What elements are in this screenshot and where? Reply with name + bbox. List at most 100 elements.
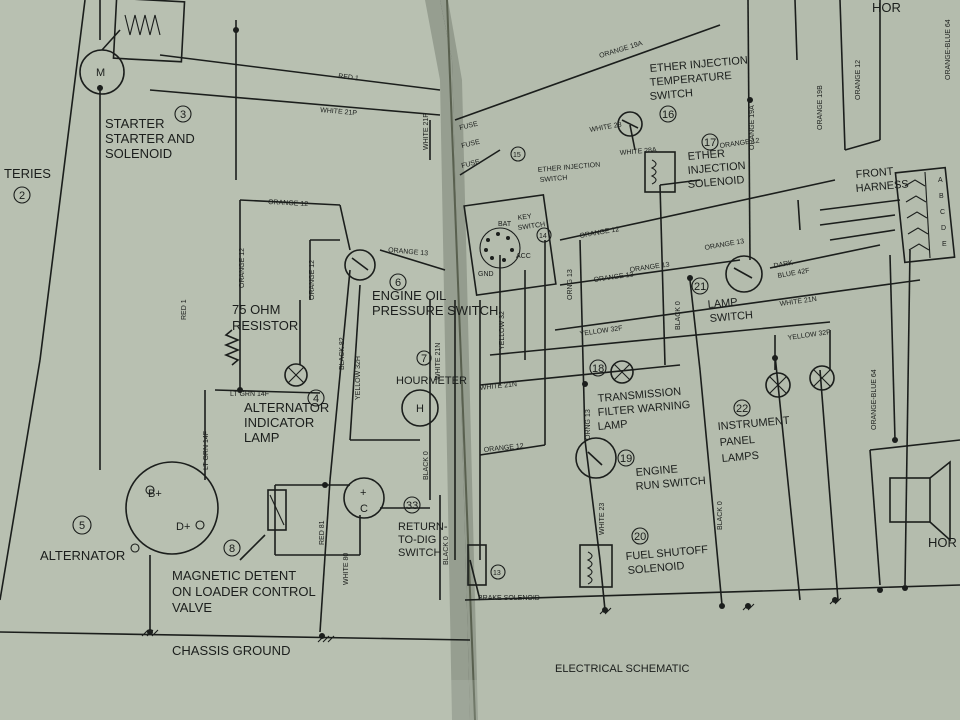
detent-num: 8	[229, 543, 235, 555]
left-wire-labels: RED 1 WHITE 21P RED 1 ORANGE 12 ORANGE 1…	[181, 73, 428, 585]
starter-label-1: STARTER	[105, 116, 164, 131]
wire-orange12-a: ORANGE 12	[268, 199, 308, 208]
wire-black0-a: BLACK 0	[675, 301, 682, 330]
horn-top-label: HOR	[872, 0, 901, 15]
return-label-1: RETURN-	[398, 521, 448, 533]
c-mark: C	[360, 503, 368, 515]
wire-red1-top: RED 1	[338, 73, 359, 82]
fuel-label-2: SOLENOID	[627, 560, 685, 577]
conn-d: D	[941, 225, 946, 232]
wire-orange19a-v: ORANGE 19A	[749, 105, 756, 150]
conn-e: E	[942, 241, 947, 248]
ether-temp-label-3: SWITCH	[649, 87, 693, 103]
oil-pressure-switch-symbol	[344, 249, 376, 281]
right-page	[440, 0, 960, 720]
wire-white21n-c: WHITE 21N	[435, 343, 442, 380]
wire-orangeblue64: ORANGE-BLUE 64	[871, 369, 878, 430]
ether-sol-label-2: INJECTION	[687, 160, 746, 177]
left-wiring	[0, 0, 471, 641]
return-label-3: SWITCH	[398, 547, 441, 559]
key-gnd: GND	[478, 271, 494, 278]
wire-orange12-c-r: ORANGE 12	[483, 443, 524, 454]
ether-solenoid-symbol	[644, 151, 676, 193]
key-num: 14	[539, 233, 547, 240]
wire-white80: WHITE 80	[343, 553, 350, 585]
hourmeter-num: 7	[421, 353, 427, 365]
vignette-bottom	[0, 680, 960, 720]
front-harness-label-2: HARNESS	[855, 178, 909, 195]
transmission-lamp-symbol	[610, 360, 634, 384]
magnetic-detent-symbol	[267, 489, 287, 531]
resistor-label-1: 75 OHM	[232, 302, 280, 317]
horn-label: HOR	[928, 535, 957, 550]
b-plus-mark: B+	[148, 488, 162, 500]
key-acc: ACC	[516, 253, 531, 260]
trans-num: 18	[592, 363, 604, 375]
hourmeter-mark: H	[416, 403, 424, 415]
starter-num: 3	[180, 109, 186, 121]
detent-label-1: MAGNETIC DETENT	[172, 568, 296, 583]
wire-orange13: ORANGE 13	[388, 247, 429, 257]
fuse-2: FUSE	[461, 139, 481, 150]
wire-orangeblue64-top: ORANGE-BLUE 64	[945, 19, 952, 80]
fuse-1: FUSE	[459, 121, 479, 132]
ether-temp-num: 16	[662, 109, 674, 121]
wire-red81: RED 81	[319, 520, 326, 545]
fuse-3: FUSE	[461, 159, 481, 170]
alternator-label: ALTERNATOR	[40, 548, 125, 563]
run-num: 19	[620, 453, 632, 465]
starter-solenoid-symbol: M	[79, 0, 186, 95]
lamp-switch-symbol	[725, 255, 763, 293]
left-labels: TERIES 2 STARTER STARTER AND SOLENOID 3 …	[4, 105, 498, 658]
return-label-2: TO-DIG	[398, 534, 436, 546]
front-harness-label-1: FRONT	[855, 166, 894, 181]
brake-label: BRAKE SOLENOID	[478, 595, 540, 602]
chassis-ground-label: CHASSIS GROUND	[172, 643, 290, 658]
starter-label-3: SOLENOID	[105, 146, 172, 161]
return-to-dig-symbol: + C	[343, 477, 385, 519]
wire-ltgrn14f-b: LT GRN 14F	[203, 431, 210, 470]
hourmeter-symbol: H	[401, 389, 439, 427]
key-label-2: SWITCH	[517, 221, 545, 232]
conn-a: A	[938, 177, 943, 184]
front-harness-connector	[894, 166, 956, 264]
wire-white21p-r: WHITE 21P	[423, 113, 430, 150]
d-plus-mark: D+	[176, 521, 190, 533]
resistor-label-2: RESISTOR	[232, 318, 298, 333]
wire-ltgrn14f-a: LT GRN 14F	[230, 391, 269, 398]
lamp-sw-num: 21	[694, 281, 706, 293]
alternator-num: 5	[79, 520, 85, 532]
right-wiring	[454, 0, 960, 611]
ether-sol-num: 17	[704, 137, 716, 149]
wire-white21p: WHITE 21P	[320, 107, 358, 117]
trans-label-3: LAMP	[597, 418, 628, 433]
wire-white21n-b: WHITE 21N	[479, 381, 517, 392]
fuel-num: 20	[634, 531, 646, 543]
panel-lamp-1	[765, 372, 791, 398]
detent-label-2: ON LOADER CONTROL	[172, 584, 316, 599]
wire-orange12-b: ORANGE 12	[239, 248, 246, 288]
wire-orange19b: ORANGE 19B	[817, 85, 824, 130]
wire-darkblue-1: DARK	[773, 260, 794, 270]
fuel-shutoff-solenoid-symbol	[579, 544, 613, 588]
detent-label-3: VALVE	[172, 600, 212, 615]
batteries-label: TERIES	[4, 166, 51, 181]
alt-lamp-label-1: ALTERNATOR	[244, 400, 329, 415]
run-label-1: ENGINE	[635, 463, 678, 479]
wire-white28a: WHITE 28A	[620, 147, 658, 157]
wire-orng13-v: ORNG 13	[567, 269, 574, 300]
book-spine	[425, 0, 478, 720]
conn-c: C	[940, 209, 945, 216]
brake-num: 13	[493, 570, 501, 577]
key-bat: BAT	[498, 221, 512, 228]
wire-yellow32h: YELLOW 32H	[355, 356, 362, 400]
engine-run-switch-symbol	[575, 437, 617, 479]
ether-inj-num: 15	[513, 152, 521, 159]
wire-white23: WHITE 23	[599, 503, 606, 535]
brake-solenoid-symbol	[467, 544, 487, 586]
alt-lamp-num: 4	[313, 393, 319, 405]
ether-temp-switch-symbol	[617, 111, 643, 137]
starter-label-2: STARTER AND	[105, 131, 195, 146]
alternator-lamp-symbol	[284, 363, 308, 387]
